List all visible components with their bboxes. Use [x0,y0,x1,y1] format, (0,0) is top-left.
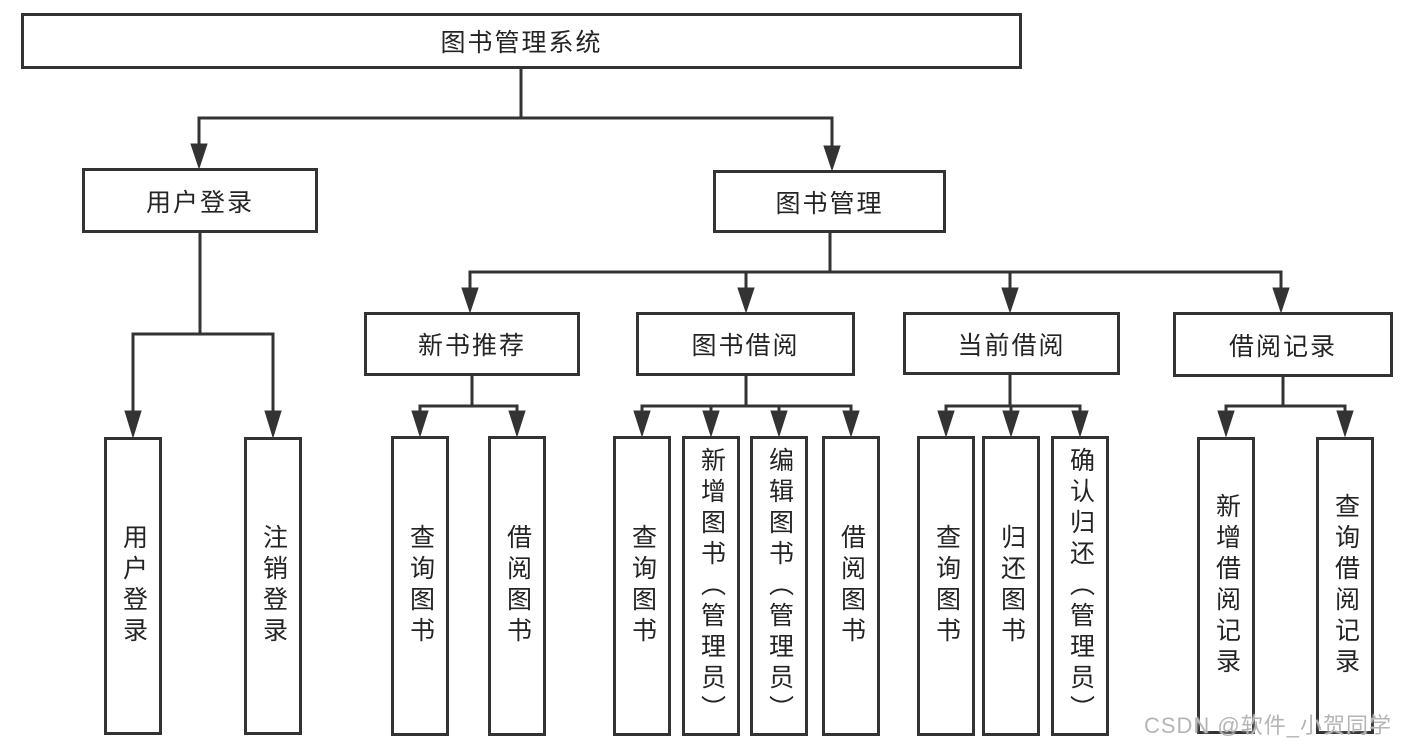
node-library-system-root: 图书管理系统 [21,13,1022,69]
connector-records-to-leaves [1217,377,1354,438]
connector-login-to-leaves [124,233,282,439]
node-user-login: 用户登录 [82,168,318,233]
leaf-return-books: 归还图书 [982,436,1040,736]
connector-recommend-to-leaves [411,376,526,438]
node-borrowing-records: 借阅记录 [1173,312,1393,377]
leaf-user-login: 用户登录 [104,437,162,735]
leaf-query-borrow-record: 查询借阅记录 [1316,437,1374,734]
leaf-edit-books-admin: 编辑图书（管理员） [750,436,808,736]
leaf-confirm-return-admin: 确认归还（管理员） [1051,436,1109,736]
connector-borrowing-to-leaves [633,376,860,438]
node-current-borrowing: 当前借阅 [903,312,1120,375]
leaf-recommend-query-books: 查询图书 [391,436,449,736]
connector-current-to-leaves [937,375,1089,438]
node-book-management: 图书管理 [713,170,946,233]
csdn-watermark: CSDN @软件_小贺同学 [1143,713,1392,738]
leaf-logout: 注销登录 [244,437,302,735]
leaf-add-borrow-record: 新增借阅记录 [1197,437,1255,734]
connector-management-to-level3 [461,233,1290,314]
node-new-book-recommendation: 新书推荐 [364,312,580,376]
leaf-borrowing-query-books: 查询图书 [613,436,671,736]
leaf-recommend-borrow-books: 借阅图书 [488,436,546,736]
leaf-add-books-admin: 新增图书（管理员） [682,436,740,736]
connector-root-to-level2 [190,69,841,172]
leaf-current-query-books: 查询图书 [917,436,975,736]
leaf-borrowing-borrow-books: 借阅图书 [822,436,880,736]
node-book-borrowing: 图书借阅 [636,312,855,376]
